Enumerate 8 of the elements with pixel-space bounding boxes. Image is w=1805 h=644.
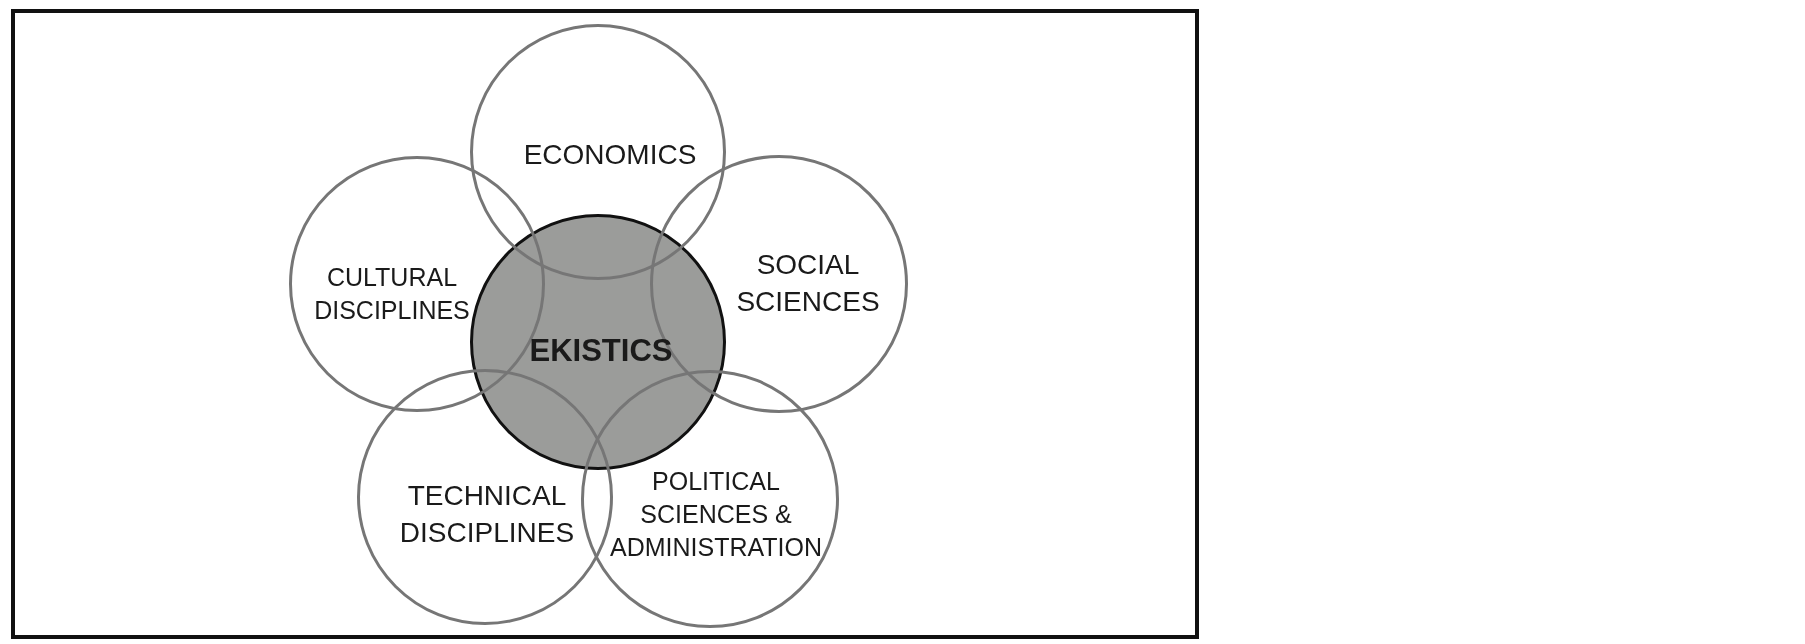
circle-label: CULTURAL DISCIPLINES <box>313 262 471 326</box>
discipline-circle <box>581 370 839 628</box>
circle-label: TECHNICAL DISCIPLINES <box>398 479 576 550</box>
circle-label: ECONOMICS <box>522 137 698 172</box>
discipline-circle <box>470 24 726 280</box>
circle-label: POLITICAL SCIENCES & ADMINISTRATION <box>608 465 823 563</box>
circle-label: EKISTICS <box>528 331 674 370</box>
circle-label: SOCIAL SCIENCES <box>735 248 881 319</box>
